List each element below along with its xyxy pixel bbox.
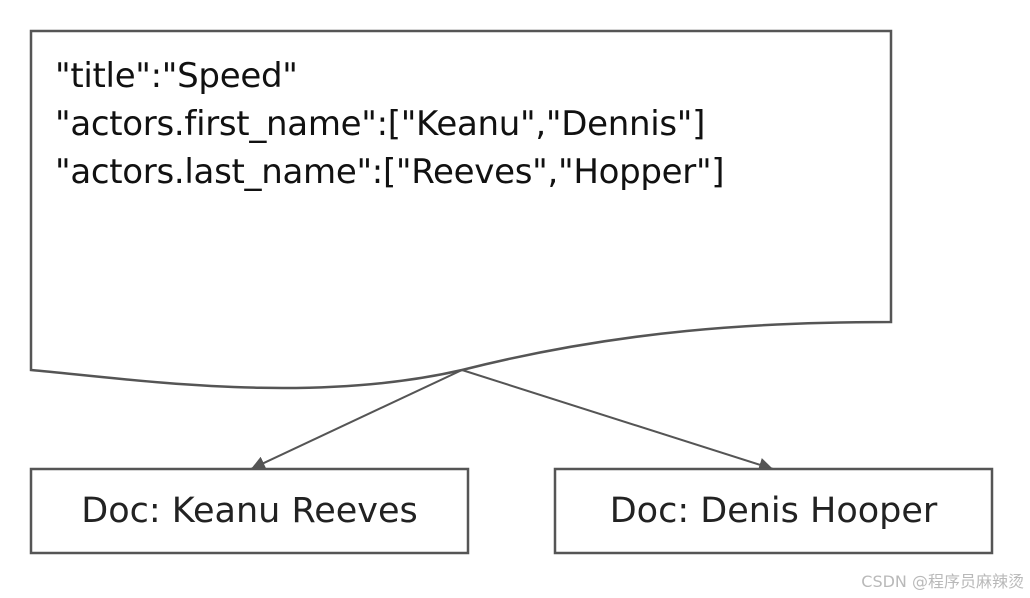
doc-line-last-names: "actors.last_name":["Reeves","Hopper"] xyxy=(55,152,725,192)
box-label-denis-hooper: Doc: Denis Hooper xyxy=(609,491,938,531)
box-label-keanu-reeves: Doc: Keanu Reeves xyxy=(81,491,418,531)
box-keanu-reeves xyxy=(29,467,470,555)
arrow-to-denis-hooper xyxy=(461,369,774,472)
box-denis-hooper xyxy=(553,467,994,555)
watermark-text: CSDN @程序员麻辣烫 xyxy=(861,572,1024,591)
arrow-to-keanu-reeves xyxy=(250,369,463,470)
doc-line-title: "title":"Speed" xyxy=(55,56,298,96)
doc-line-first-names: "actors.first_name":["Keanu","Dennis"] xyxy=(55,104,706,144)
